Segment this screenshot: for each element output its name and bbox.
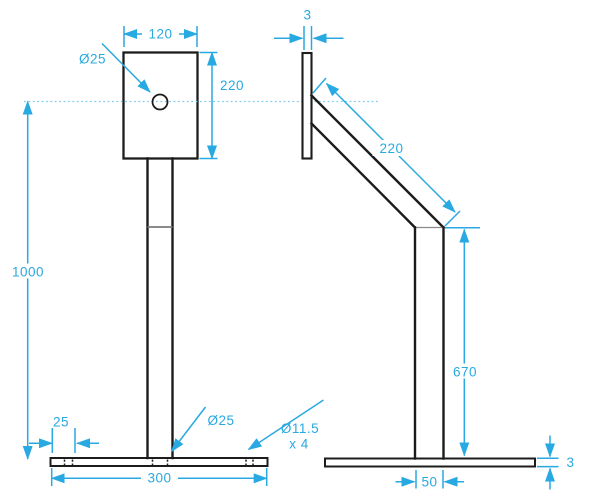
front-dimensions: 120 Ø25 220 1000 25 300 Ø25 Ø11.5 x 4 [10, 26, 324, 486]
front-plate-hole [151, 93, 169, 111]
dim-arm-length-label: 220 [379, 141, 403, 156]
dim-220s-ext-top [312, 77, 327, 94]
side-base-plate [324, 457, 536, 468]
side-arm-top-edge [309, 93, 446, 230]
dim-post-height-label: 670 [453, 365, 477, 380]
leader-base-center-hole [170, 406, 207, 453]
dim-670-halo [447, 363, 482, 379]
dim-overall-height-label: 1000 [12, 265, 44, 280]
dim-base-thickness-label: 3 [566, 455, 574, 470]
dim-220s-halo [372, 140, 411, 156]
dim-plate-thickness-label: 3 [303, 8, 311, 23]
dim-base-center-hole-label: Ø25 [207, 413, 234, 428]
dim-base-width-label: 300 [147, 471, 171, 486]
dim-220s-ext-bottom [444, 210, 461, 227]
dim-plate-width-label: 120 [148, 27, 172, 42]
dim-base-hole-offset-label: 25 [53, 415, 69, 430]
dim-top-hole-label: Ø25 [79, 52, 106, 67]
side-top-plate [301, 51, 313, 160]
dim-300-halo [141, 470, 178, 486]
dim-1000-halo [10, 263, 46, 279]
side-arm-bottom-edge [309, 121, 417, 230]
leader-corner-holes [247, 399, 324, 451]
front-base-plate [49, 457, 269, 467]
dim-corner-hole-qty-label: x 4 [289, 437, 309, 452]
dim-plate-height-label: 220 [220, 78, 244, 93]
dim-120-halo [142, 26, 179, 41]
side-view [301, 51, 536, 468]
side-dimensions: 3 220 670 3 50 [274, 8, 574, 490]
front-top-plate [122, 51, 199, 160]
front-view [49, 51, 269, 467]
dim-base-depth-label: 50 [421, 475, 437, 490]
front-view-outlines [63, 93, 254, 465]
leader-top-hole [101, 42, 151, 93]
dim-corner-hole-label: Ø11.5 [281, 421, 319, 436]
